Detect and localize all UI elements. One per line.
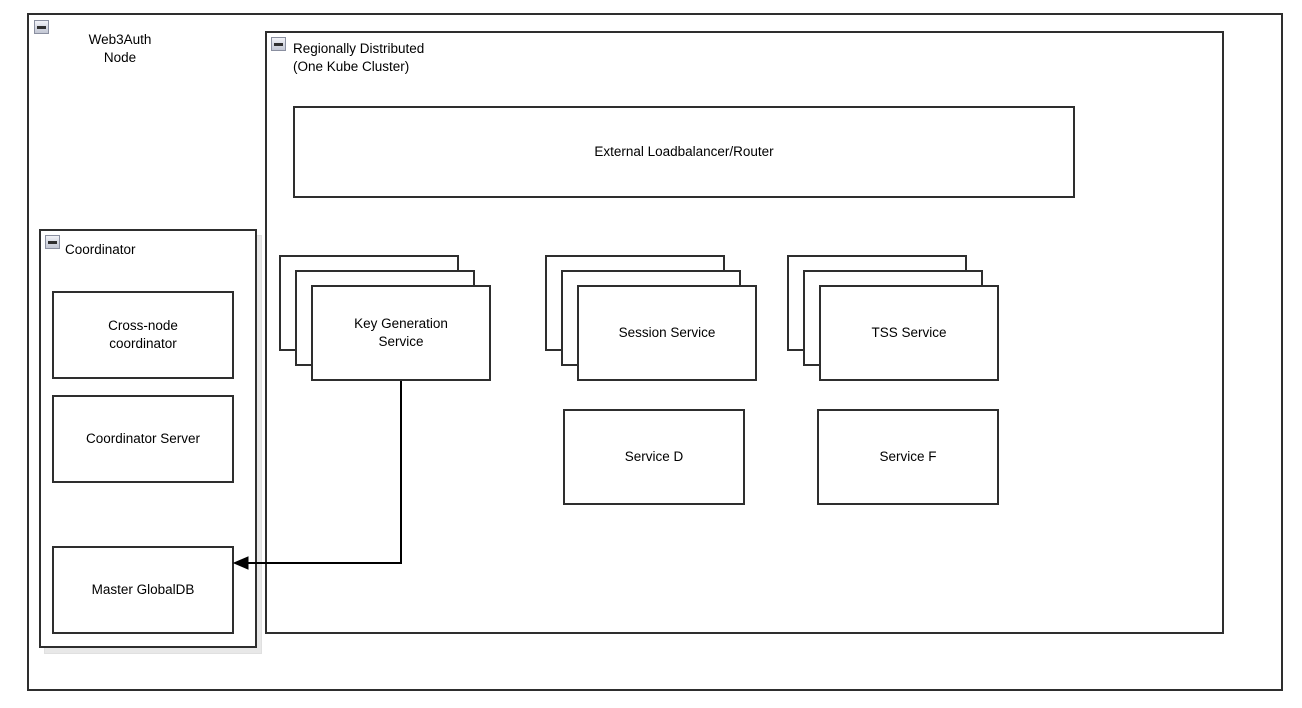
stack-front-key-generation-service[interactable]: Key Generation Service xyxy=(311,285,491,381)
collapse-minus-icon-web3auth-node[interactable] xyxy=(34,20,49,34)
node-external-loadbalancer-router[interactable]: External Loadbalancer/Router xyxy=(293,106,1075,198)
stack-front-session-service[interactable]: Session Service xyxy=(577,285,757,381)
collapse-minus-icon-coordinator[interactable] xyxy=(45,235,60,249)
stack-key-generation-service[interactable]: Key Generation Service xyxy=(279,255,491,381)
node-cross-node-coordinator[interactable]: Cross-node coordinator xyxy=(52,291,234,379)
stack-front-tss-service[interactable]: TSS Service xyxy=(819,285,999,381)
node-service-f[interactable]: Service F xyxy=(817,409,999,505)
node-service-d[interactable]: Service D xyxy=(563,409,745,505)
node-master-globaldb[interactable]: Master GlobalDB xyxy=(52,546,234,634)
stack-tss-service[interactable]: TSS Service xyxy=(787,255,999,381)
stack-session-service[interactable]: Session Service xyxy=(545,255,757,381)
collapse-minus-icon-kube-cluster[interactable] xyxy=(271,37,286,51)
node-coordinator-server[interactable]: Coordinator Server xyxy=(52,395,234,483)
